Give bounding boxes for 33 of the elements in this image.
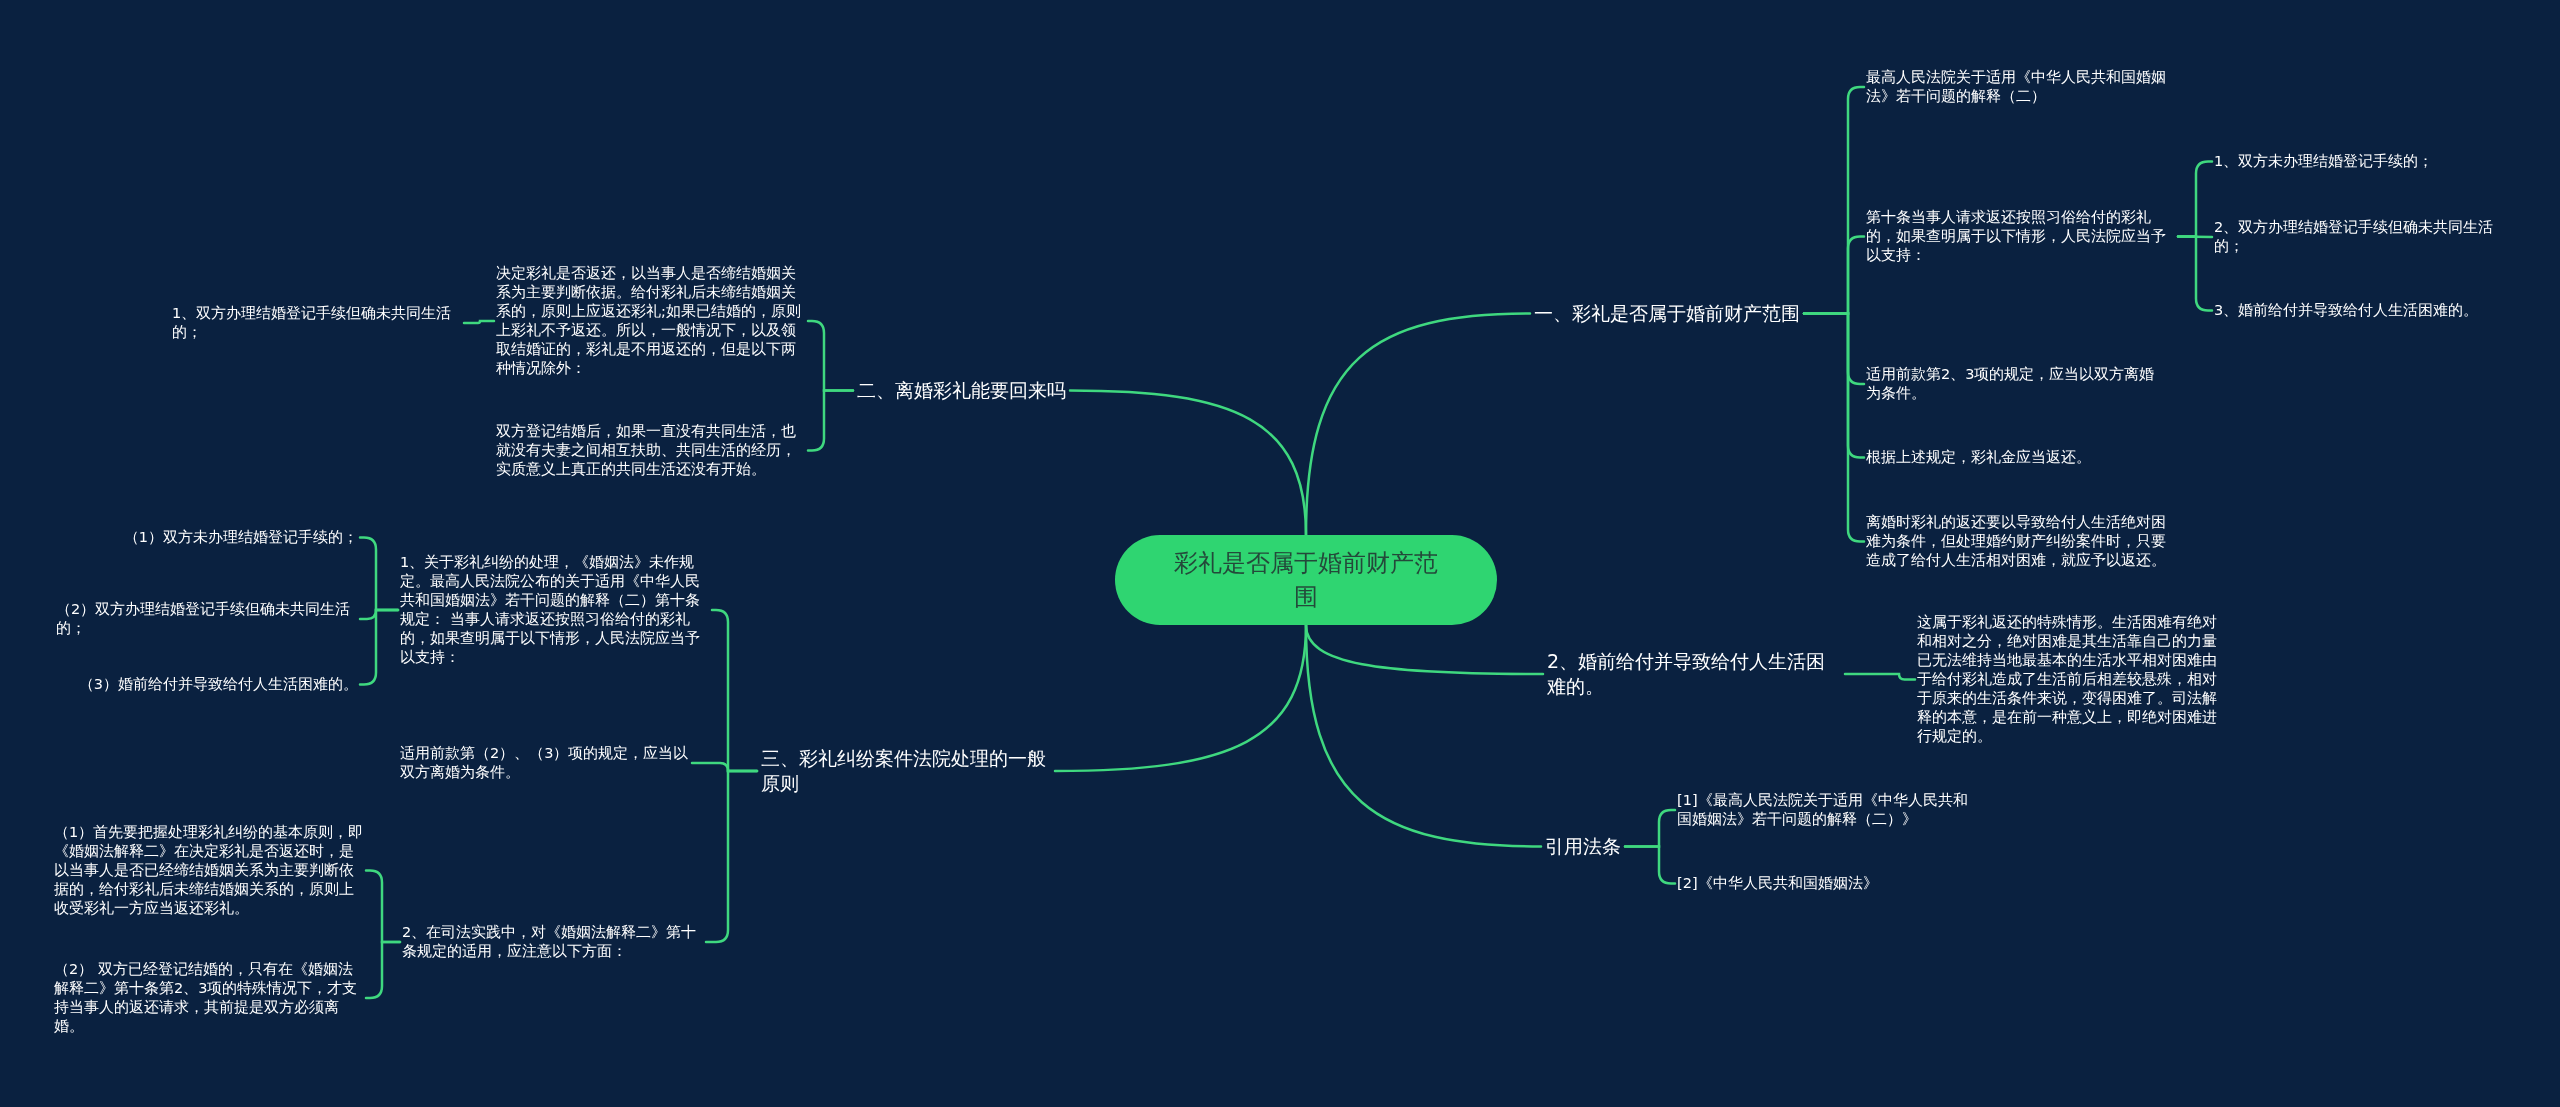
subtopic-text: （2）双方办理结婚登记手续但确未共同生活的； [54, 600, 360, 638]
subtopic-text: 2、双方办理结婚登记手续但确未共同生活的； [2212, 218, 2506, 256]
subtopic-text: [2]《中华人民共和国婚姻法》 [1675, 874, 1880, 893]
connector-line [462, 319, 496, 325]
subtopic-text: 这属于彩礼返还的特殊情形。生活困难有绝对和相对之分，绝对困难是其生活靠自己的力量已无法维持当地最基本的生活水平相对困难由于给付彩礼造成了生活前后相差较悬殊，相对于原来的生活条件来说，变得困难了。司法解释的本意，是在前一种意义上，即绝对困难进行规定的。 [1915, 613, 2229, 746]
subtopic-text: 第十条当事人请求返还按照习俗给付的彩礼的，如果查明属于以下情形，人民法院应当予以支持： [1864, 208, 2178, 265]
subtopic-text: 1、双方办理结婚登记手续但确未共同生活的； [170, 304, 464, 342]
subtopic-text: 决定彩礼是否返还，以当事人是否缔结婚姻关系为主要判断依据。给付彩礼后未缔结婚姻关系的，原则上应返还彩礼;如果已结婚的，原则上彩礼不予返还。所以，一般情况下，以及领取结婚证的，彩礼是不用返还的，但是以下两种情况除外： [494, 264, 808, 378]
subtopic-text: 适用前款第（2）、（3）项的规定，应当以双方离婚为条件。 [398, 744, 692, 782]
subtopic-text: 离婚时彩礼的返还要以导致给付人生活绝对困难为条件，但处理婚约财产纠纷案件时，只要造成了给付人生活相对困难，就应予以返还。 [1864, 513, 2178, 570]
subtopic-text: 1、双方未办理结婚登记手续的； [2212, 152, 2436, 171]
subtopic-text: 2、在司法实践中，对《婚姻法解释二》第十条规定的适用，应注意以下方面： [400, 923, 706, 961]
subtopic-text: [1]《最高人民法院关于适用《中华人民共和国婚姻法》若干问题的解释（二）》 [1675, 791, 1983, 829]
connector-line [1068, 389, 1308, 537]
subtopic-text: 适用前款第2、3项的规定，应当以双方离婚为条件。 [1864, 365, 2168, 403]
branch-topic: 二、离婚彩礼能要回来吗 [853, 378, 1070, 403]
subtopic-text: （2） 双方已经登记结婚的，只有在《婚姻法解释二》第十条第2、3项的特殊情况下，才支持当事人的返还请求，其前提是双方必须离婚。 [52, 960, 366, 1036]
subtopic-text: （3）婚前给付并导致给付人生活困难的。 [76, 675, 360, 694]
branch-topic: 2、婚前给付并导致给付人生活困难的。 [1543, 649, 1845, 699]
branch-topic: 引用法条 [1541, 834, 1625, 859]
subtopic-text: 3、婚前给付并导致给付人生活困难的。 [2212, 301, 2481, 320]
connector-line [1053, 623, 1308, 773]
subtopic-text: 最高人民法院关于适用《中华人民共和国婚姻法》若干问题的解释（二） [1864, 68, 2178, 106]
central-topic: 彩礼是否属于婚前财产范围 [1115, 535, 1497, 625]
subtopic-text: 双方登记结婚后，如果一直没有共同生活，也就没有夫妻之间相互扶助、共同生活的经历，实质意义上真正的共同生活还没有开始。 [494, 422, 808, 479]
subtopic-text: 1、关于彩礼纠纷的处理，《婚姻法》未作规定。最高人民法院公布的关于适用《中华人民共和国婚姻法》若干问题的解释（二）第十条规定： 当事人请求返还按照习俗给付的彩礼的，如果查明属于以下情形，人民法院应当予以支持： [398, 553, 712, 667]
subtopic-text: 根据上述规定，彩礼金应当返还。 [1864, 448, 2093, 467]
connector-line [1843, 672, 1917, 681]
branch-topic: 三、彩礼纠纷案件法院处理的一般原则 [757, 746, 1055, 796]
branch-topic: 一、彩礼是否属于婚前财产范围 [1530, 301, 1804, 326]
subtopic-text: （1）双方未办理结婚登记手续的； [121, 528, 360, 547]
subtopic-text: （1）首先要把握处理彩礼纠纷的基本原则，即《婚姻法解释二》在决定彩礼是否返还时，是以当事人是否已经缔结婚姻关系为主要判断依据的，给付彩礼后未缔结婚姻关系的，原则上收受彩礼一方应当返还彩礼。 [52, 823, 366, 918]
connector-line [1623, 845, 1677, 885]
